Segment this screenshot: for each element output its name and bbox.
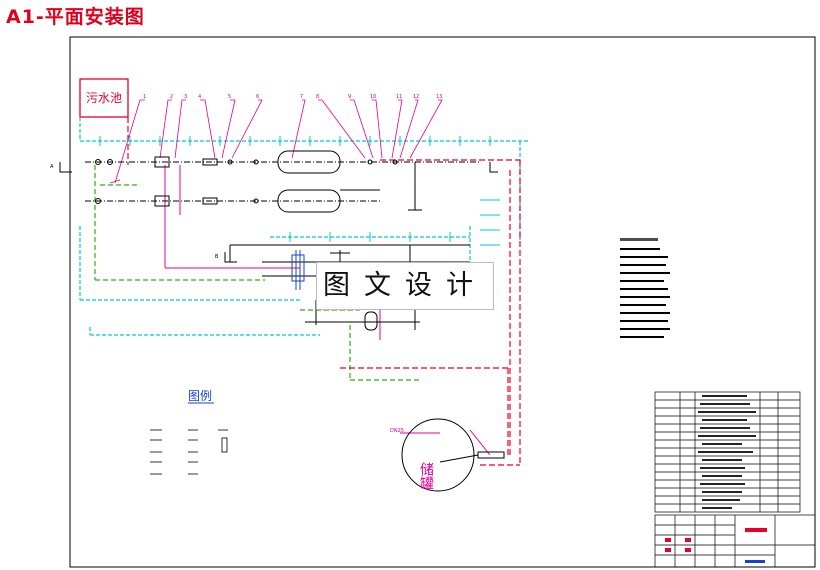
svg-text:A: A <box>50 164 54 170</box>
bom-table-fill <box>698 395 756 509</box>
svg-text:1: 1 <box>143 94 146 100</box>
svg-text:B: B <box>215 254 219 260</box>
sewage-pool-label: 污水池 <box>86 91 122 105</box>
title-block <box>654 514 816 568</box>
notes-block <box>620 238 670 338</box>
magenta-lines <box>164 165 491 456</box>
process-row-2 <box>85 189 380 213</box>
svg-text:6: 6 <box>256 94 259 100</box>
svg-text:3: 3 <box>184 94 187 100</box>
svg-text:4: 4 <box>198 94 201 100</box>
svg-text:10: 10 <box>370 94 376 100</box>
callout-leaders <box>109 99 443 184</box>
legend-title: 图例 <box>188 389 212 403</box>
storage-tank: 储罐 DN25 <box>390 418 505 492</box>
section-marker-b: B <box>215 252 237 263</box>
svg-text:DN25: DN25 <box>390 428 404 434</box>
watermark: 图文设计 <box>316 262 494 310</box>
section-marker-a-right <box>489 162 498 173</box>
svg-text:9: 9 <box>348 94 351 100</box>
svg-text:7: 7 <box>300 94 303 100</box>
tank-label: 储罐 <box>418 462 434 490</box>
section-marker-a: A <box>50 162 72 173</box>
legend: 图例 <box>150 389 228 475</box>
bom-table <box>654 391 801 513</box>
sewage-pool: 污水池 <box>79 78 129 118</box>
process-row-1 <box>85 150 480 211</box>
svg-text:12: 12 <box>413 94 419 100</box>
svg-text:2: 2 <box>170 94 173 100</box>
cyan-stubs <box>99 136 500 246</box>
svg-text:11: 11 <box>396 94 402 100</box>
svg-text:8: 8 <box>316 94 319 100</box>
svg-text:13: 13 <box>436 94 442 100</box>
svg-text:5: 5 <box>228 94 231 100</box>
drawing-title: A1-平面安装图 <box>6 6 145 28</box>
green-pipeline <box>94 165 420 381</box>
